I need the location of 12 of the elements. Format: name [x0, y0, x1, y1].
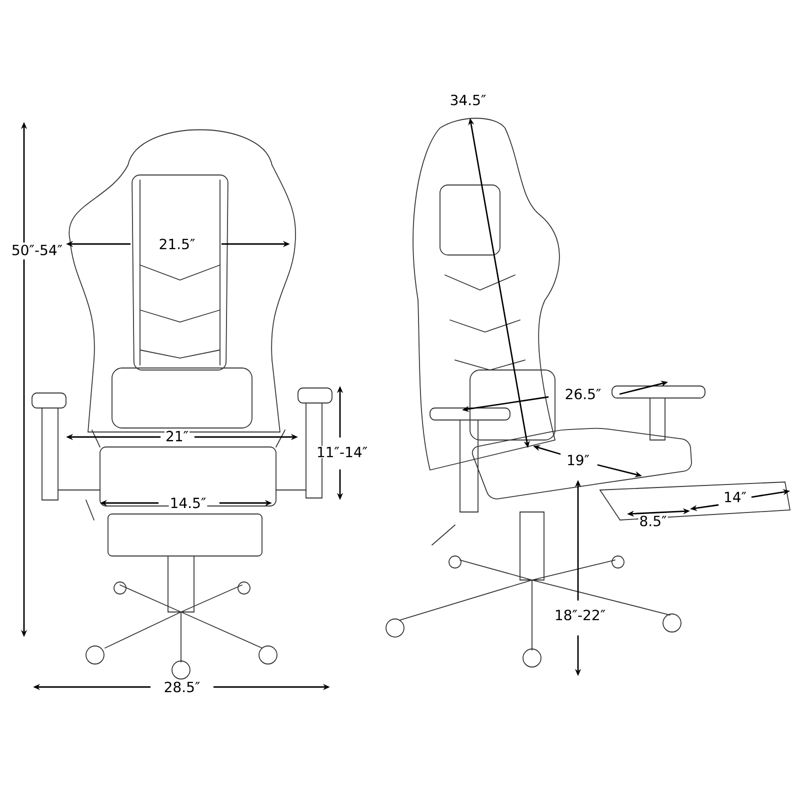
dimension-label: 21.5″ — [158, 238, 196, 250]
dimension-label: 34.5″ — [448, 94, 488, 106]
dimension-label: 11″-14″ — [315, 446, 369, 458]
dimension-label: 8.5″ — [638, 514, 668, 528]
dimension-label: 50″-54″ — [10, 244, 64, 256]
dimension-label: 21″ — [164, 430, 190, 442]
dimension-label: 14″ — [722, 490, 748, 504]
dimension-label: 18″-22″ — [553, 608, 607, 622]
dimension-label: 14.5″ — [168, 496, 208, 510]
dimension-label: 26.5″ — [564, 388, 602, 400]
dimension-label: 28.5″ — [162, 680, 202, 694]
dimension-label: 19″ — [565, 454, 591, 466]
